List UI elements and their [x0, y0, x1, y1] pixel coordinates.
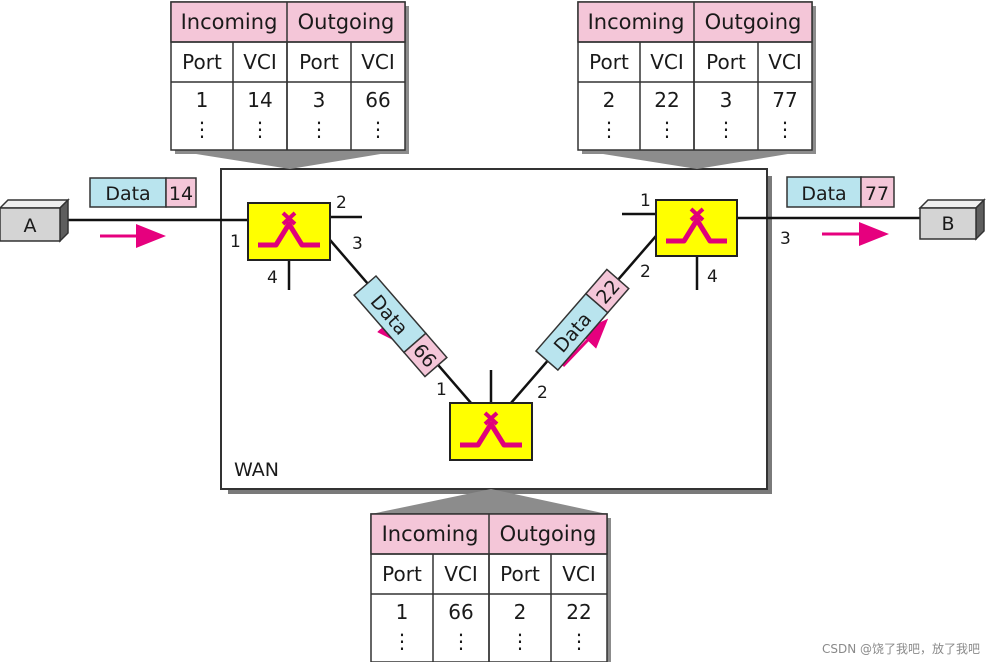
ellipsis-mark: ⋮	[368, 117, 388, 141]
table-pointer	[171, 150, 405, 169]
table-cell: 2	[514, 600, 527, 624]
ellipsis-mark: ⋮	[716, 117, 736, 141]
ellipsis-mark: ⋮	[657, 117, 677, 141]
outgoing-header: Outgoing	[298, 10, 395, 34]
table-cell: 3	[720, 88, 733, 112]
port-labels: 1 2 3 4 1 2 1 2 3 4	[230, 191, 791, 403]
vci-col-header: VCI	[243, 50, 277, 74]
table-cell: 22	[566, 600, 591, 624]
ellipsis-mark: ⋮	[451, 629, 471, 653]
port-col-header: Port	[589, 50, 629, 74]
outgoing-header: Outgoing	[705, 10, 802, 34]
switch3-port-1: 1	[640, 191, 651, 211]
switch-1	[247, 202, 331, 261]
switch-2-icon	[460, 411, 522, 448]
table-cell: 3	[313, 88, 326, 112]
outgoing-header: Outgoing	[500, 522, 597, 546]
ellipsis-mark: ⋮	[392, 629, 412, 653]
watermark: CSDN @饶了我吧，放了我吧	[822, 641, 980, 656]
ellipsis-mark: ⋮	[192, 117, 212, 141]
packet-vci-label: 14	[169, 183, 193, 205]
ellipsis-mark: ⋮	[775, 117, 795, 141]
port-col-header: Port	[299, 50, 339, 74]
ellipsis-mark: ⋮	[599, 117, 619, 141]
table-cell: 1	[396, 600, 409, 624]
port-col-header: Port	[706, 50, 746, 74]
switch3-port-4: 4	[707, 267, 718, 287]
host-b-label: B	[941, 213, 954, 235]
table-cell: 2	[603, 88, 616, 112]
table-cell: 66	[448, 600, 473, 624]
packet-vci-label: 77	[865, 183, 889, 205]
switch2-port-1: 1	[436, 380, 447, 400]
switch-2	[449, 402, 533, 461]
switch-3-icon	[666, 207, 727, 244]
incoming-header: Incoming	[382, 522, 479, 546]
host-a: A	[0, 198, 70, 243]
port-col-header: Port	[182, 50, 222, 74]
table-cell: 14	[247, 88, 272, 112]
ellipsis-mark: ⋮	[510, 629, 530, 653]
switch1-port-4: 4	[267, 268, 278, 288]
vci-col-header: VCI	[444, 562, 478, 586]
switch-3	[655, 199, 738, 257]
port-col-header: Port	[382, 562, 422, 586]
host-a-label: A	[24, 215, 37, 237]
table-cell: 1	[196, 88, 209, 112]
vci-col-header: VCI	[361, 50, 395, 74]
switch3-port-2: 2	[640, 262, 651, 282]
vci-col-header: VCI	[650, 50, 684, 74]
incoming-header: Incoming	[181, 10, 278, 34]
switch-1-icon	[258, 211, 320, 248]
switch2-port-2: 2	[537, 383, 548, 403]
packet-data-label: Data	[105, 183, 150, 205]
vci-col-header: VCI	[562, 562, 596, 586]
ellipsis-mark: ⋮	[250, 117, 270, 141]
wan-label: WAN	[234, 459, 279, 481]
table-cell: 66	[365, 88, 390, 112]
ellipsis-mark: ⋮	[309, 117, 329, 141]
table-pointer	[371, 489, 607, 514]
packet-a-to-s1: Data 14	[89, 177, 197, 208]
port-col-header: Port	[500, 562, 540, 586]
vci-col-header: VCI	[768, 50, 802, 74]
ellipsis-mark: ⋮	[569, 629, 589, 653]
host-b: B	[918, 198, 986, 241]
arrow-switch2-to-switch3	[561, 318, 609, 368]
incoming-header: Incoming	[588, 10, 685, 34]
table-cell: 77	[772, 88, 797, 112]
packet-s3-to-b: Data 77	[786, 176, 895, 208]
switch1-port-3: 3	[352, 234, 363, 254]
table-cell: 22	[654, 88, 679, 112]
table-pointer	[578, 150, 812, 169]
switch1-port-2: 2	[336, 193, 347, 213]
packet-data-label: Data	[801, 183, 846, 205]
switch3-port-3: 3	[780, 229, 791, 249]
switch1-port-1: 1	[230, 232, 241, 252]
